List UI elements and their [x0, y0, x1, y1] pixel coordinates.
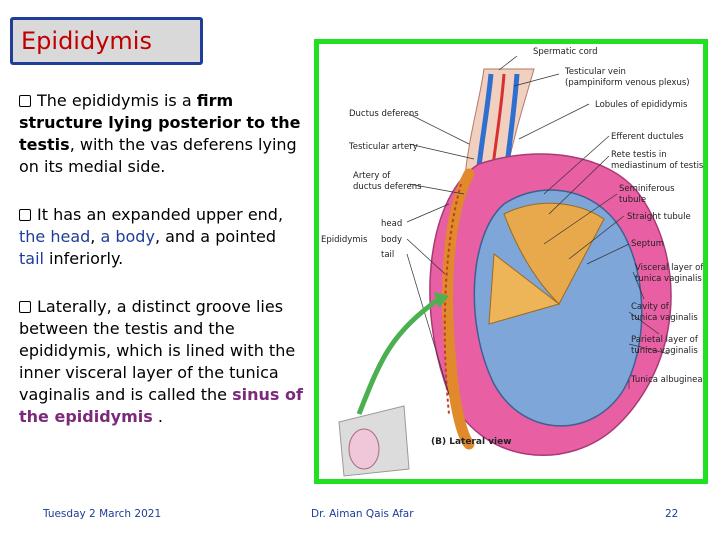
- lobules-lower-shape: [488, 253, 561, 325]
- label-rete-1: Rete testis in: [611, 150, 667, 160]
- label-testicular-vein: Testicular vein: [564, 67, 626, 77]
- label-semi-2: tubule: [619, 195, 646, 205]
- lobules-shape: [503, 202, 605, 305]
- inset-testis-shape: [348, 428, 380, 470]
- label-septum: Septum: [631, 239, 664, 249]
- footer-date: Tuesday 2 March 2021: [43, 508, 162, 520]
- bullet-1-text-a: The epididymis is a: [37, 91, 197, 110]
- bullet-1-bold: firm structure lying posterior to the te…: [19, 91, 301, 154]
- bullet-3: Laterally, a distinct groove lies betwee…: [19, 296, 304, 428]
- bullet-2-body: a body: [100, 227, 155, 246]
- label-cavity-2: tunica vaginalis: [631, 313, 698, 323]
- label-efferent: Efferent ductules: [611, 132, 684, 142]
- bullet-1: The epididymis is a firm structure lying…: [19, 90, 304, 178]
- label-artery-ductus-1: Artery of: [353, 171, 391, 181]
- anatomy-figure: Spermatic cord Testicular vein (pampinif…: [314, 39, 708, 484]
- green-arrow: [356, 296, 441, 415]
- label-rete-2: mediastinum of testis: [611, 161, 703, 171]
- bullet-list: The epididymis is a firm structure lying…: [19, 90, 304, 454]
- bullet-2-sep1: ,: [90, 227, 101, 246]
- label-parietal-2: tunica vaginalis: [631, 346, 698, 356]
- bullet-2-text-b: inferiorly.: [43, 249, 124, 268]
- label-parietal-1: Parietal layer of: [631, 335, 699, 345]
- checkbox-bullet-icon: [19, 209, 31, 221]
- bullet-3-sinus: sinus of the epididymis: [19, 385, 303, 426]
- bullet-3-text-a: Laterally, a distinct groove lies betwee…: [19, 297, 296, 404]
- slide-title: Epididymis: [21, 27, 152, 55]
- label-ductus: Ductus deferens: [349, 109, 419, 119]
- footer-author: Dr. Aiman Qais Afar: [311, 508, 414, 520]
- label-body: body: [381, 235, 402, 245]
- label-visceral-1: Visceral layer of: [635, 263, 703, 273]
- label-semi-1: Seminiferous: [619, 184, 675, 194]
- label-straight: Straight tubule: [627, 212, 691, 222]
- bullet-3-text-b: .: [152, 407, 163, 426]
- label-visceral-2: tunica vaginalis: [635, 274, 702, 284]
- label-lobules: Lobules of epididymis: [595, 100, 688, 110]
- bullet-1-text-b: , with the vas deferens lying on its med…: [19, 135, 297, 176]
- bullet-2-text-a: It has an expanded upper end,: [37, 205, 284, 224]
- checkbox-bullet-icon: [19, 95, 31, 107]
- bullet-2-head: the head: [19, 227, 91, 246]
- label-albuginea: Tunica albuginea: [630, 375, 703, 385]
- testis-illustration: Spermatic cord Testicular vein (pampinif…: [321, 47, 703, 477]
- label-cavity-1: Cavity of: [631, 302, 670, 312]
- label-epididymis: Epididymis: [321, 235, 368, 245]
- bullet-2: It has an expanded upper end, the head , …: [19, 204, 304, 270]
- label-tail: tail: [381, 250, 394, 260]
- label-spermatic-cord: Spermatic cord: [533, 47, 598, 57]
- figure-caption: (B) Lateral view: [431, 437, 512, 447]
- arrow-head-icon: [434, 292, 449, 308]
- label-testicular-vein-2: (pampiniform venous plexus): [565, 78, 690, 88]
- epididymis-shape: [442, 168, 475, 450]
- title-box: Epididymis: [10, 17, 203, 65]
- bullet-2-sep2: , and a pointed: [154, 227, 276, 246]
- checkbox-bullet-icon: [19, 301, 31, 313]
- label-testicular-artery: Testicular artery: [348, 142, 418, 152]
- bullet-2-tail: tail: [19, 249, 44, 268]
- ductus-line: [443, 183, 462, 415]
- leader-lines: [406, 55, 670, 395]
- testis-shape: [473, 189, 643, 427]
- footer-page-number: 22: [665, 508, 679, 520]
- label-artery-ductus-2: ductus deferens: [353, 182, 422, 192]
- label-head: head: [381, 219, 402, 229]
